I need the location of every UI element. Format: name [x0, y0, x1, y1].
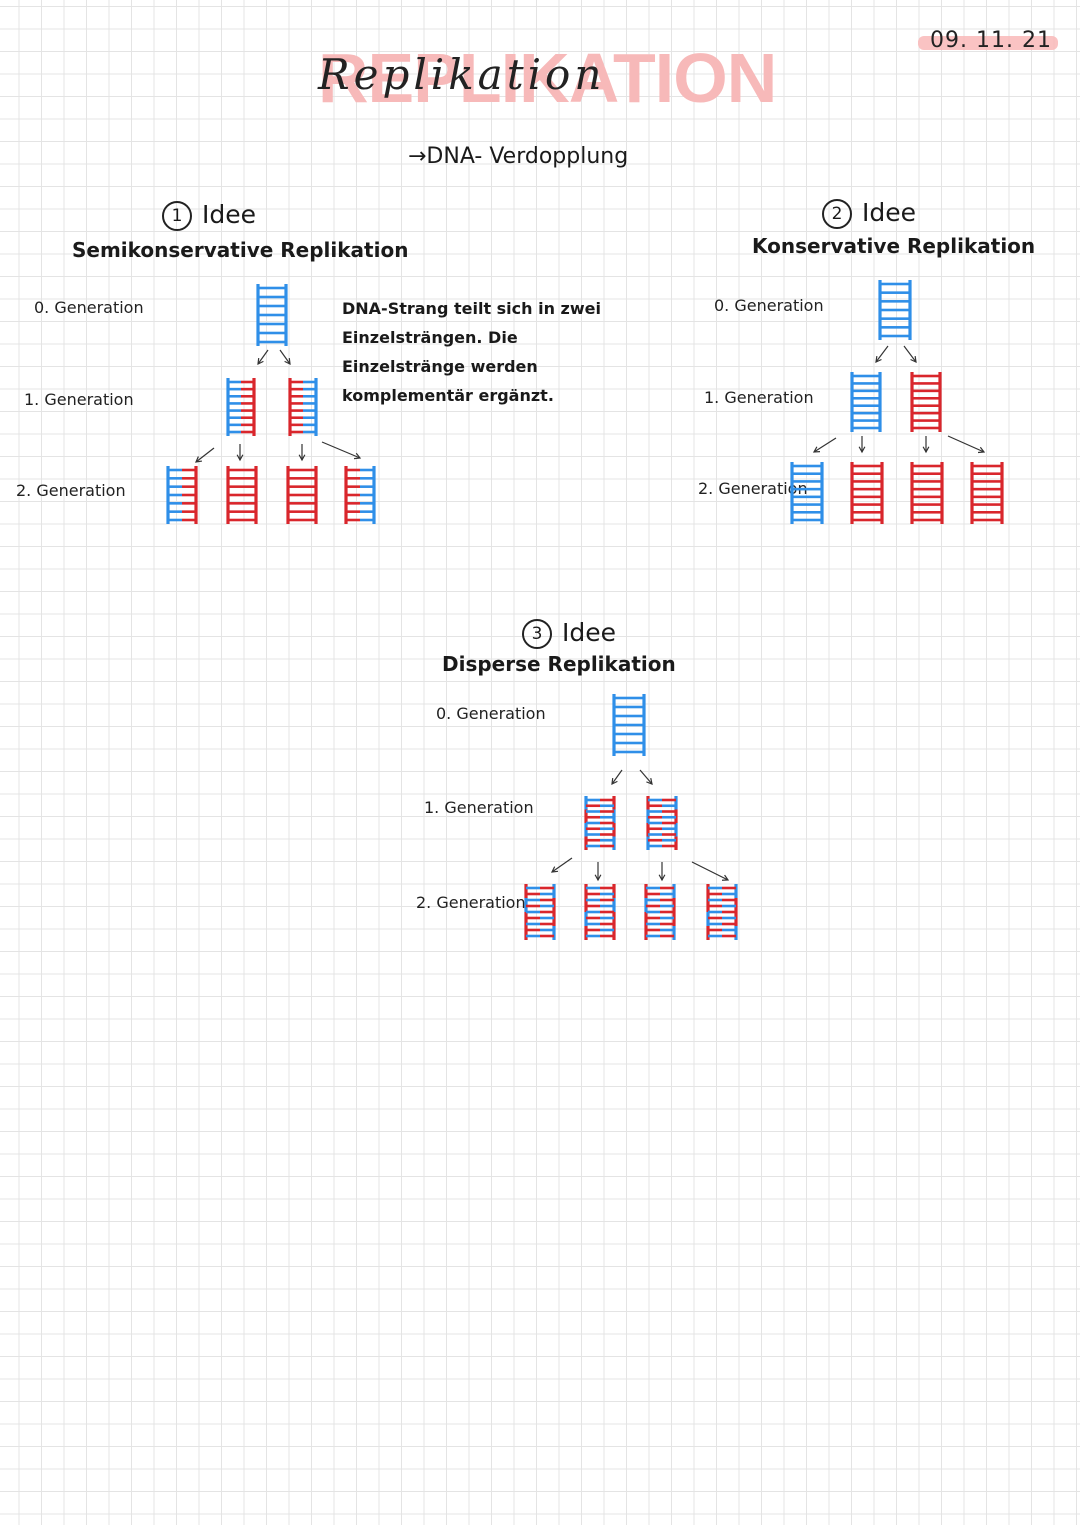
idea-1-arrow-head — [195, 456, 203, 463]
idea-1-arrow-head — [353, 452, 362, 460]
idea-1-gen-2-dna-2 — [226, 466, 258, 524]
idea-1-heading: Semikonservative Replikation — [72, 238, 409, 262]
idea-2-heading: Konservative Replikation — [752, 234, 1036, 258]
idea-3-gen-2: 2. Generation — [416, 893, 526, 912]
idea-3-title: 3 Idee — [522, 618, 616, 649]
idea-3-arrow — [691, 861, 729, 881]
idea-3-gen-0: 0. Generation — [436, 704, 546, 723]
idea-3-arrow — [611, 769, 623, 785]
idea-2-gen-1-dna-a — [850, 372, 882, 432]
idea-1-arrow — [279, 349, 291, 365]
idea-3-heading: Disperse Replikation — [442, 652, 676, 676]
idea-3-gen-1: 1. Generation — [424, 798, 534, 817]
idea-2-gen-2: 2. Generation — [698, 479, 808, 498]
idea-3-gen-2-dna-4 — [706, 884, 738, 940]
idea-2-label: Idee — [862, 198, 917, 227]
idea-2-gen-2-dna-1 — [790, 462, 824, 524]
idea-3-gen-2-dna-2 — [584, 884, 616, 940]
idea-2-arrow-head — [977, 446, 986, 454]
idea-3-arrow — [551, 857, 573, 873]
idea-2-arrow-head — [910, 355, 917, 364]
date: 09. 11. 21 — [930, 28, 1052, 53]
idea-1-gen-2: 2. Generation — [16, 481, 126, 500]
idea-2-gen-0: 0. Generation — [714, 296, 824, 315]
idea-3-arrow-head — [646, 778, 653, 785]
idea-3-arrow-head — [594, 874, 602, 882]
idea-1-gen-2-dna-1 — [166, 466, 198, 524]
idea-1-arrow — [195, 447, 215, 463]
idea-1-arrow-head — [298, 454, 306, 462]
idea-3-arrow-head — [721, 874, 730, 881]
idea-2-arrow-head — [858, 446, 866, 454]
idea-1-arrow-head — [284, 357, 291, 366]
idea-2-gen-1: 1. Generation — [704, 388, 814, 407]
idea-2-number: 2 — [822, 199, 852, 229]
idea-2-gen-2-dna-4 — [970, 462, 1004, 524]
idea-1-gen-1-dna-b — [288, 378, 318, 436]
idea-3-arrow-head — [611, 777, 618, 786]
idea-2-gen-2-dna-2 — [850, 462, 884, 524]
idea-1-gen-0: 0. Generation — [34, 298, 144, 317]
idea-3-label: Idee — [562, 618, 617, 647]
subtitle: →DNA- Verdopplung — [408, 144, 629, 169]
date-highlight — [918, 36, 1058, 50]
idea-2-gen-2-dna-3 — [910, 462, 944, 524]
page-title: Replikation — [318, 50, 606, 99]
idea-1-arrow — [321, 441, 361, 459]
idea-3-gen-0-dna — [612, 694, 646, 756]
idea-3-gen-2-dna-3 — [644, 884, 676, 940]
idea-1-gen-2-dna-3 — [286, 466, 318, 524]
idea-2-arrow-head — [812, 446, 821, 453]
idea-3-gen-1-dna-a — [584, 796, 616, 850]
idea-1-arrow — [257, 349, 269, 365]
idea-2-arrow — [875, 345, 889, 363]
idea-1-arrow-head — [257, 357, 264, 366]
idea-3-arrow-head — [550, 866, 559, 873]
idea-2-arrow — [903, 345, 917, 363]
idea-1-title: 1 Idee — [162, 200, 256, 231]
idea-2-arrow — [813, 437, 837, 453]
title-highlight-text: REPLIKATION — [318, 39, 777, 117]
idea-3-gen-2-dna-1 — [524, 884, 556, 940]
idea-2-gen-0-dna — [878, 280, 912, 340]
idea-2-arrow-head — [875, 355, 882, 364]
idea-1-note: DNA-Strang teilt sich in zwei Einzelsträ… — [342, 299, 601, 405]
idea-1-gen-2-dna-4 — [344, 466, 376, 524]
idea-1-number: 1 — [162, 201, 192, 231]
idea-1-label: Idee — [202, 200, 257, 229]
idea-1-gen-0-dna — [256, 284, 288, 346]
idea-1-gen-1-dna-a — [226, 378, 256, 436]
idea-3-arrow-head — [658, 874, 666, 882]
idea-1-arrow-head — [236, 454, 244, 462]
idea-3-gen-1-dna-b — [646, 796, 678, 850]
idea-2-arrow — [947, 435, 985, 453]
idea-1-gen-1: 1. Generation — [24, 390, 134, 409]
idea-2-arrow-head — [922, 446, 930, 454]
idea-2-title: 2 Idee — [822, 198, 916, 229]
idea-3-number: 3 — [522, 619, 552, 649]
idea-2-gen-1-dna-b — [910, 372, 942, 432]
idea-3-arrow — [639, 769, 653, 785]
